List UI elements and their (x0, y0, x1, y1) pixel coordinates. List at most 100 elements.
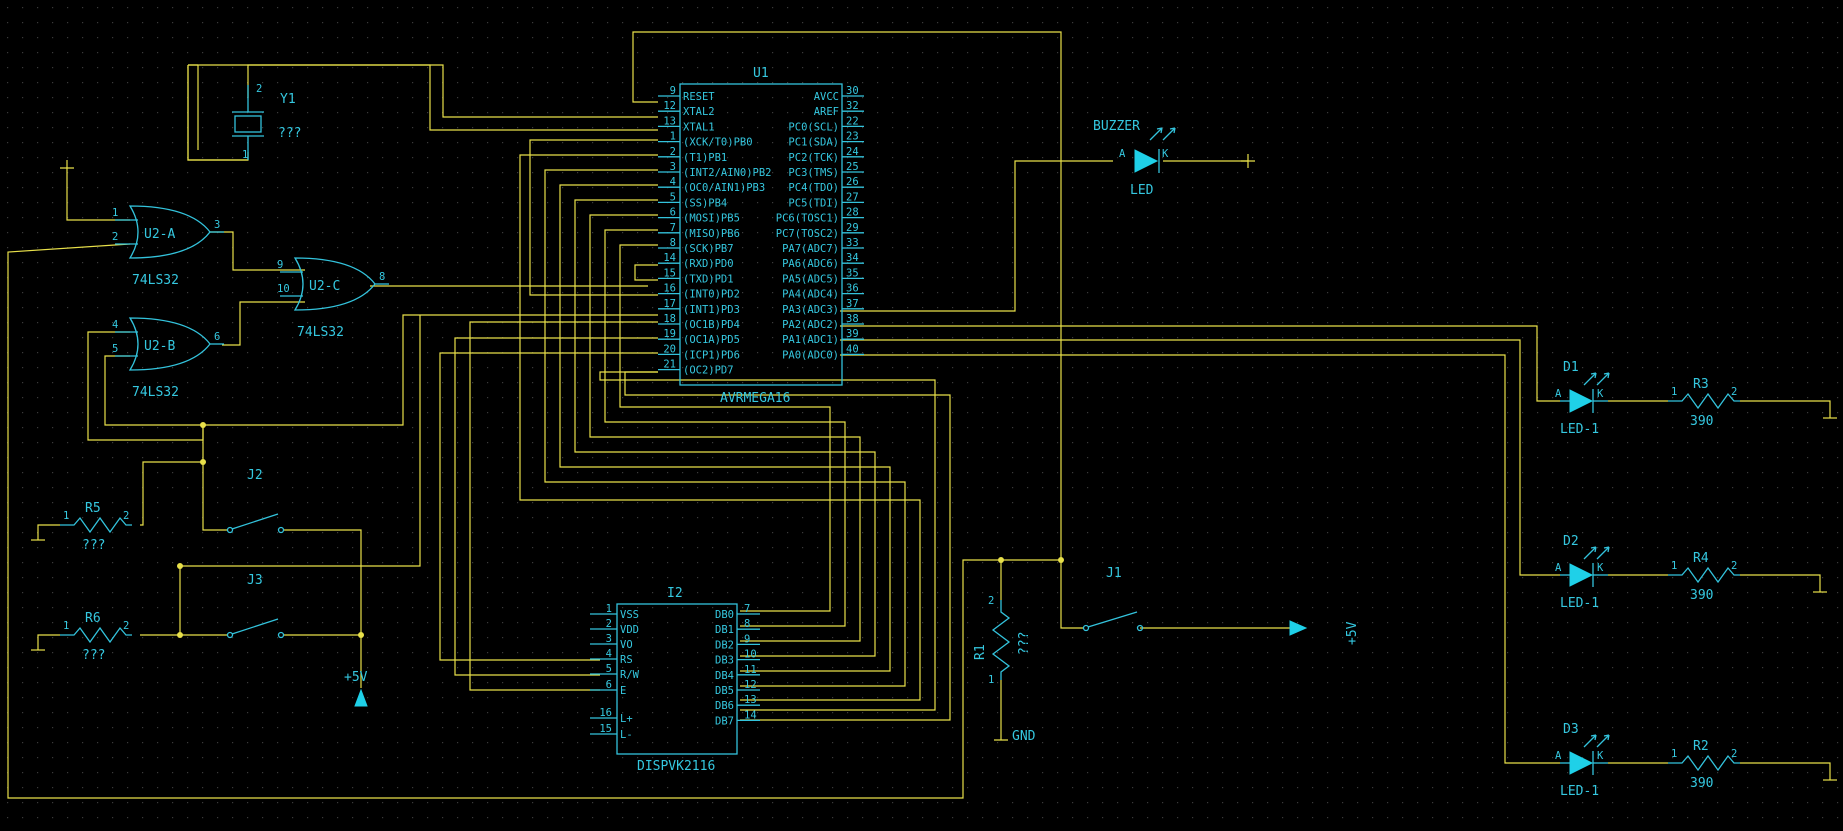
junction-node (177, 632, 183, 638)
lcd-pin-number: 1 (606, 603, 612, 615)
lcd-pin-name: RS (620, 654, 633, 666)
gate-pin-in1: 9 (277, 259, 283, 271)
vcc-arrow-icon (354, 688, 368, 707)
resistor-pin2: 2 (123, 620, 129, 632)
gate-ref: U2-B (144, 339, 175, 354)
mcu-pin-name: XTAL2 (683, 106, 715, 118)
mcu-pin-number: 16 (663, 283, 676, 295)
mcu-pin-number: 3 (670, 161, 676, 173)
crystal-y1[interactable]: 2 1 Y1 ??? (232, 83, 301, 161)
switch-j2-contact (226, 526, 234, 534)
lcd-pin-number: 11 (744, 664, 757, 676)
mcu-pin-number: 12 (663, 100, 676, 112)
buzzer-cathode: K (1162, 148, 1169, 160)
switch-j3[interactable]: J3 (226, 573, 285, 639)
wire-pa2-d1 (840, 325, 1560, 402)
lcd-pin-number: 14 (744, 709, 757, 721)
wire-u2a-in2 (7, 243, 1001, 799)
lcd-pin-name: DB7 (715, 715, 734, 727)
mcu-pin-name: PC6(TOSC1) (776, 213, 839, 225)
mcu-pin-number: 28 (846, 207, 859, 219)
junction-node (200, 459, 206, 465)
junction-node (358, 632, 364, 638)
junction-node (1058, 557, 1064, 563)
switch-j3-lever (231, 618, 279, 635)
lcd-pin-number: 15 (599, 723, 612, 735)
led-anode: A (1555, 388, 1562, 400)
resistor-pin2: 2 (1731, 386, 1737, 398)
gate-pin-in2: 10 (277, 283, 290, 295)
wire-pb5 (589, 214, 861, 642)
mcu-pin-name: PA0(ADC0) (782, 349, 839, 361)
lcd-pin-name: DB5 (715, 685, 734, 697)
led-ref: D2 (1563, 534, 1579, 549)
crystal-pin-top: 2 (256, 83, 262, 95)
mcu-pin-number: 14 (663, 252, 676, 264)
ground-symbol (60, 160, 74, 169)
mcu-pin-number: 21 (663, 359, 676, 371)
switch-j2-contact (277, 526, 285, 534)
gate-pin-out: 8 (379, 271, 385, 283)
mcu-pin-name: (OC2)PD7 (683, 365, 734, 377)
gate-pin-in2: 2 (112, 231, 118, 243)
lcd-pin-number: 6 (606, 679, 612, 691)
switch-j1[interactable]: J1 (1082, 566, 1144, 632)
mcu-pin-name: PA4(ADC4) (782, 289, 839, 301)
lcd-pin-number: 13 (744, 694, 757, 706)
resistor-r1[interactable]: 2 1 R1 ??? (973, 595, 1032, 686)
wire-r4-gnd (1740, 574, 1821, 592)
resistor-value: 390 (1690, 776, 1713, 791)
mcu-pin-name: (INT1)PD3 (683, 304, 740, 316)
resistor-r1-zigzag (991, 600, 1011, 680)
lcd-pin-name: DB3 (715, 655, 734, 667)
mcu-pin-name: PC0(SCL) (788, 121, 839, 133)
lcd-pin-number: 9 (744, 633, 750, 645)
mcu-right-pins: 30AVCC32AREF22PC0(SCL)23PC1(SDA)24PC2(TC… (776, 85, 864, 361)
mcu-pin-name: (INT2/AIN0)PB2 (683, 167, 772, 179)
mcu-pin-name: PA5(ADC5) (782, 273, 839, 285)
lcd-pin-number: 3 (606, 633, 612, 645)
wire-pd5 (454, 337, 658, 676)
mcu-pin-name: (MISO)PB6 (683, 228, 740, 240)
lcd-body (616, 603, 738, 755)
gnd-label: GND (1012, 729, 1036, 744)
mcu-pin-number: 24 (846, 146, 859, 158)
lcd-part: DISPVK2116 (637, 759, 715, 774)
wire-j3-int (180, 315, 421, 567)
wire-pb3 (559, 184, 891, 672)
resistor-r1-ref: R1 (973, 644, 988, 660)
wire-xtal1-mcu (248, 64, 658, 131)
led-cathode: K (1597, 562, 1604, 574)
mcu-pin-name: PC4(TDO) (788, 182, 839, 194)
lcd-ref: I2 (667, 586, 683, 601)
junction-node (200, 422, 206, 428)
lcd-pin-number: 7 (744, 603, 750, 615)
wire-xtal-box (187, 64, 248, 161)
buzzer-anode: A (1119, 148, 1126, 160)
mcu-pin-name: PA2(ADC2) (782, 319, 839, 331)
mcu-pin-number: 36 (846, 283, 859, 295)
mcu-pin-name: PC1(SDA) (788, 137, 839, 149)
wire-gnd-u2a (66, 168, 130, 221)
switch-j2[interactable]: J2 (226, 468, 285, 534)
mcu-pin-number: 37 (846, 298, 859, 310)
mcu-pin-name: PC2(TCK) (788, 152, 839, 164)
switch-j3-contact (277, 631, 285, 639)
lcd-pin-number: 5 (606, 663, 612, 675)
resistor-zigzag (1668, 392, 1740, 410)
buzzer-led[interactable]: BUZZER LED A K (1093, 119, 1176, 198)
